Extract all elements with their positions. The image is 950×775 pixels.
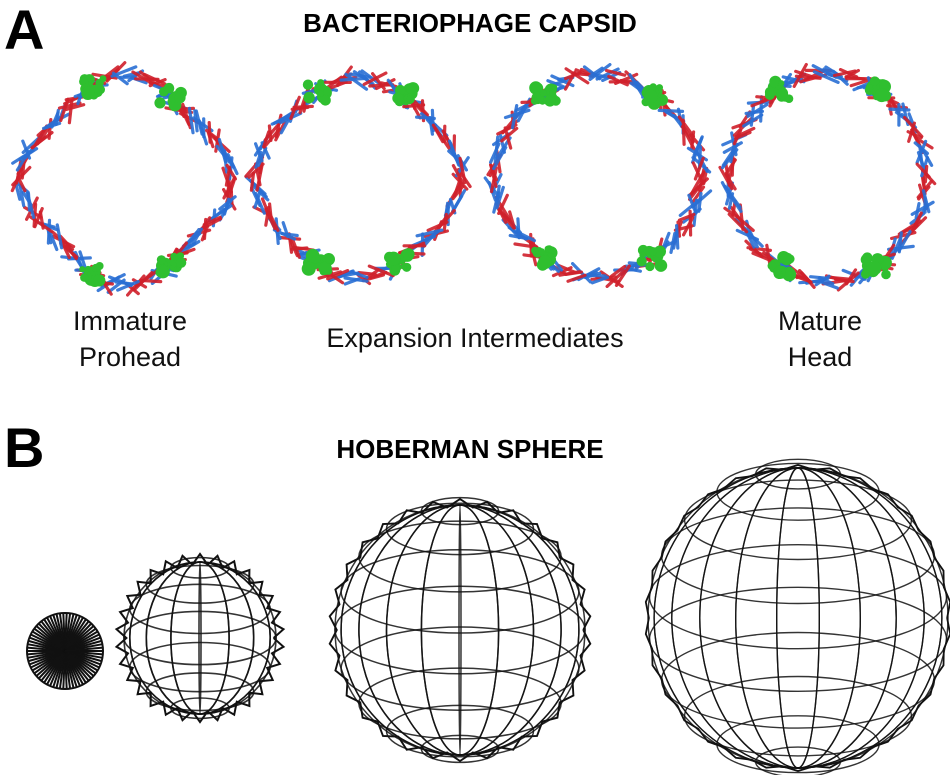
caption-immature-line1: Immature — [72, 306, 188, 336]
caption-mature-head: Mature Head — [745, 303, 895, 375]
capsid-ring-3 — [483, 62, 713, 288]
hoberman-sphere-group — [26, 458, 950, 775]
hoberman-sphere-mostly-expanded — [328, 496, 592, 764]
hoberman-sphere-partly-expanded — [114, 552, 286, 724]
panel-a-title: BACTERIOPHAGE CAPSID — [303, 8, 637, 38]
panel-b-letter: B — [4, 416, 45, 479]
caption-expansion-intermediates: Expansion Intermediates — [326, 323, 624, 353]
caption-immature-prohead: Immature Prohead — [45, 303, 215, 375]
capsid-ring-group — [10, 61, 937, 297]
capsid-ring-4 — [718, 62, 937, 292]
hoberman-sphere-collapsed — [26, 612, 104, 690]
caption-mature-line2: Head — [787, 342, 853, 372]
capsid-ring-2 — [244, 65, 472, 286]
caption-immature-line2: Prohead — [78, 342, 182, 372]
caption-mature-line1: Mature — [777, 306, 863, 336]
panel-a-letter: A — [4, 0, 45, 61]
panel-b-title: HOBERMAN SPHERE — [336, 434, 604, 464]
hoberman-sphere-fully-expanded — [644, 458, 950, 775]
capsid-ring-1 — [10, 61, 239, 297]
